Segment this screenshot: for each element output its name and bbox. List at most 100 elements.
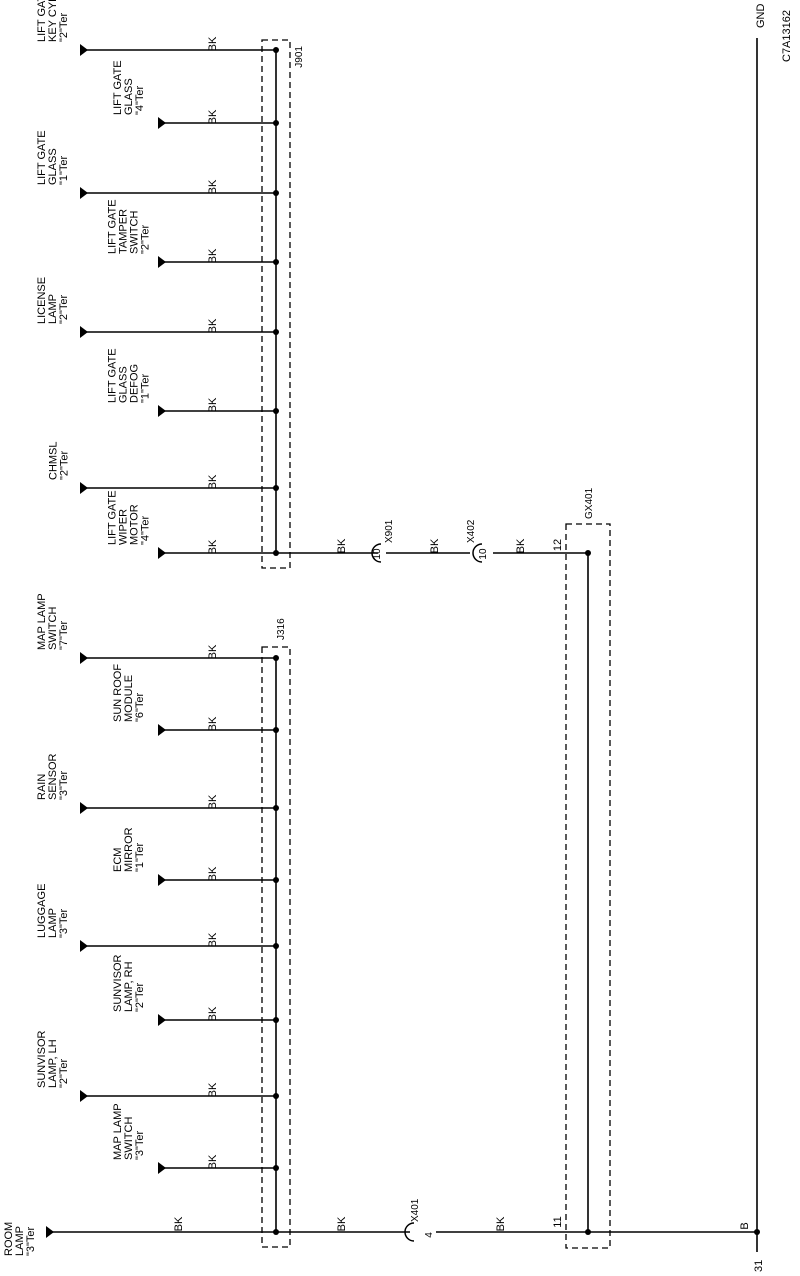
component-label-liftgate-glass-1: GLASS (47, 148, 59, 185)
component-label-liftgate-wiper-motor: MOTOR (129, 504, 141, 545)
splice-j316-label: J316 (276, 618, 287, 640)
component-label-liftgate-glass-defog: GLASS (118, 366, 130, 403)
wire-label-chmsl: BK (207, 474, 219, 489)
component-label-liftgate-tamper-switch: SWITCH (129, 211, 141, 254)
terminal-arrow-liftgate-wiper-motor (158, 547, 166, 559)
component-label-liftgate-wiper-motor: LIFT GATE (107, 490, 119, 545)
bus-dot-liftgate-glass-4 (273, 120, 279, 126)
bus-dot-sun-roof-module (273, 727, 279, 733)
wire-label-x402-gx401: BK (515, 538, 527, 553)
component-label-map-lamp-switch-7: SWITCH (47, 607, 59, 650)
component-label-chmsl: CHMSL (48, 441, 60, 480)
terminal-arrow-sunvisor-lamp-lh (80, 1090, 88, 1102)
terminal-arrow-room-lamp (46, 1226, 54, 1238)
component-label-rain-sensor: "3"Ter (58, 770, 70, 800)
bus-dot-sunvisor-lamp-rh (273, 1017, 279, 1023)
component-label-liftgate-tamper-switch: TAMPER (118, 209, 130, 254)
terminal-arrow-liftgate-key-cylinder (80, 44, 88, 56)
component-label-ecm-mirror: MIRROR (123, 827, 135, 872)
component-label-liftgate-glass-4: "4"Ter (134, 85, 146, 115)
connector-x402-symbol (472, 543, 483, 563)
component-label-license-lamp: "2"Ter (58, 294, 70, 324)
component-label-ecm-mirror: "1"Ter (134, 842, 146, 872)
terminal-arrow-sun-roof-module (158, 724, 166, 736)
terminal-arrow-license-lamp (80, 326, 88, 338)
component-label-liftgate-key-cylinder: "2"Ter (58, 12, 70, 42)
bus-dot-map-lamp-switch-3 (273, 1165, 279, 1171)
figure-ref: C7A13162 (781, 10, 793, 62)
bus-dot-chmsl (273, 485, 279, 491)
component-label-sunvisor-lamp-lh: SUNVISOR (36, 1030, 48, 1088)
terminal-arrow-chmsl (80, 482, 88, 494)
component-label-map-lamp-switch-3: "3"Ter (134, 1130, 146, 1160)
component-label-rain-sensor: RAIN (36, 774, 48, 800)
component-label-liftgate-wiper-motor: "4"Ter (140, 515, 152, 545)
bus-dot-liftgate-wiper-motor (273, 550, 279, 556)
terminal-arrow-rain-sensor (80, 802, 88, 814)
wire-label-license-lamp: BK (207, 318, 219, 333)
wire-label-j901-x901: BK (336, 538, 348, 553)
component-label-liftgate-key-cylinder: KEY CYLINDER (47, 0, 59, 42)
bus-dot-license-lamp (273, 329, 279, 335)
component-label-luggage-lamp: "3"Ter (58, 908, 70, 938)
component-label-sun-roof-module: SUN ROOF (112, 664, 124, 722)
terminal-arrow-liftgate-glass-1 (80, 187, 88, 199)
ground-junction-pin-lower: 11 (552, 1216, 564, 1227)
wire-label-liftgate-key-cylinder: BK (207, 36, 219, 51)
bus-dot-liftgate-glass-defog (273, 408, 279, 414)
component-label-map-lamp-switch-7: "7"Ter (58, 620, 70, 650)
bus-dot-luggage-lamp (273, 943, 279, 949)
connector-x901-name: X901 (384, 519, 395, 543)
component-label-sunvisor-lamp-lh: LAMP, LH (47, 1039, 59, 1088)
splice-j316 (261, 646, 291, 1248)
component-label-sunvisor-lamp-rh: LAMP, RH (123, 961, 135, 1012)
component-label-sunvisor-lamp-rh: SUNVISOR (112, 954, 124, 1012)
ground-wire-label: B (739, 1222, 751, 1229)
component-label-sunvisor-lamp-lh: "2"Ter (58, 1058, 70, 1088)
connector-x401-pin: 4 (424, 1232, 435, 1238)
wire-label-liftgate-glass-1: BK (207, 179, 219, 194)
connector-x401-name: X401 (410, 1198, 421, 1222)
component-label-rain-sensor: SENSOR (47, 753, 59, 800)
wire-label-map-lamp-switch-3: BK (207, 1154, 219, 1169)
splice-j901-label: J901 (294, 46, 305, 68)
component-label-liftgate-tamper-switch: LIFT GATE (107, 199, 119, 254)
component-label-liftgate-glass-defog: LIFT GATE (107, 348, 119, 403)
splice-j901 (261, 39, 291, 569)
component-label-ecm-mirror: ECM (112, 848, 124, 872)
component-label-liftgate-wiper-motor: WIPER (118, 509, 130, 545)
wire-label-x401-gx401: BK (495, 1216, 507, 1231)
wire-label-liftgate-glass-defog: BK (207, 397, 219, 412)
connector-x402-pin: 10 (478, 548, 489, 560)
component-label-liftgate-glass-4: GLASS (123, 78, 135, 115)
wire-label-ecm-mirror: BK (207, 866, 219, 881)
component-label-room-lamp: ROOM (3, 1222, 15, 1256)
ground-junction-label: GX401 (584, 487, 595, 519)
bus-dot-liftgate-glass-1 (273, 190, 279, 196)
wire-label-sunvisor-lamp-lh: BK (207, 1082, 219, 1097)
wire-label-liftgate-tamper-switch: BK (207, 248, 219, 263)
bus-dot-map-lamp-switch-7 (273, 655, 279, 661)
ground-pin: 31 (753, 1260, 765, 1272)
component-label-liftgate-tamper-switch: "2"Ter (140, 224, 152, 254)
terminal-arrow-liftgate-glass-defog (158, 405, 166, 417)
connector-x402-name: X402 (466, 519, 477, 543)
ground-junction-gx401 (565, 523, 611, 1249)
component-label-map-lamp-switch-7: MAP LAMP (36, 593, 48, 650)
wire-label-room-lamp: BK (173, 1216, 185, 1231)
ground-label: GND (755, 4, 767, 29)
component-label-liftgate-glass-defog: "1"Ter (140, 373, 152, 403)
component-label-map-lamp-switch-3: MAP LAMP (112, 1103, 124, 1160)
ground-junction-pin-upper: 12 (552, 539, 564, 551)
component-label-luggage-lamp: LUGGAGE (36, 884, 48, 938)
bus-dot-sunvisor-lamp-lh (273, 1093, 279, 1099)
wire-label-luggage-lamp: BK (207, 932, 219, 947)
component-label-license-lamp: LICENSE (36, 277, 48, 324)
component-label-room-lamp: LAMP (14, 1226, 26, 1256)
component-label-liftgate-glass-4: LIFT GATE (112, 60, 124, 115)
wire-label-liftgate-wiper-motor: BK (207, 539, 219, 554)
component-label-sun-roof-module: "6"Ter (134, 692, 146, 722)
component-label-license-lamp: LAMP (47, 294, 59, 324)
wire-label-rain-sensor: BK (207, 794, 219, 809)
